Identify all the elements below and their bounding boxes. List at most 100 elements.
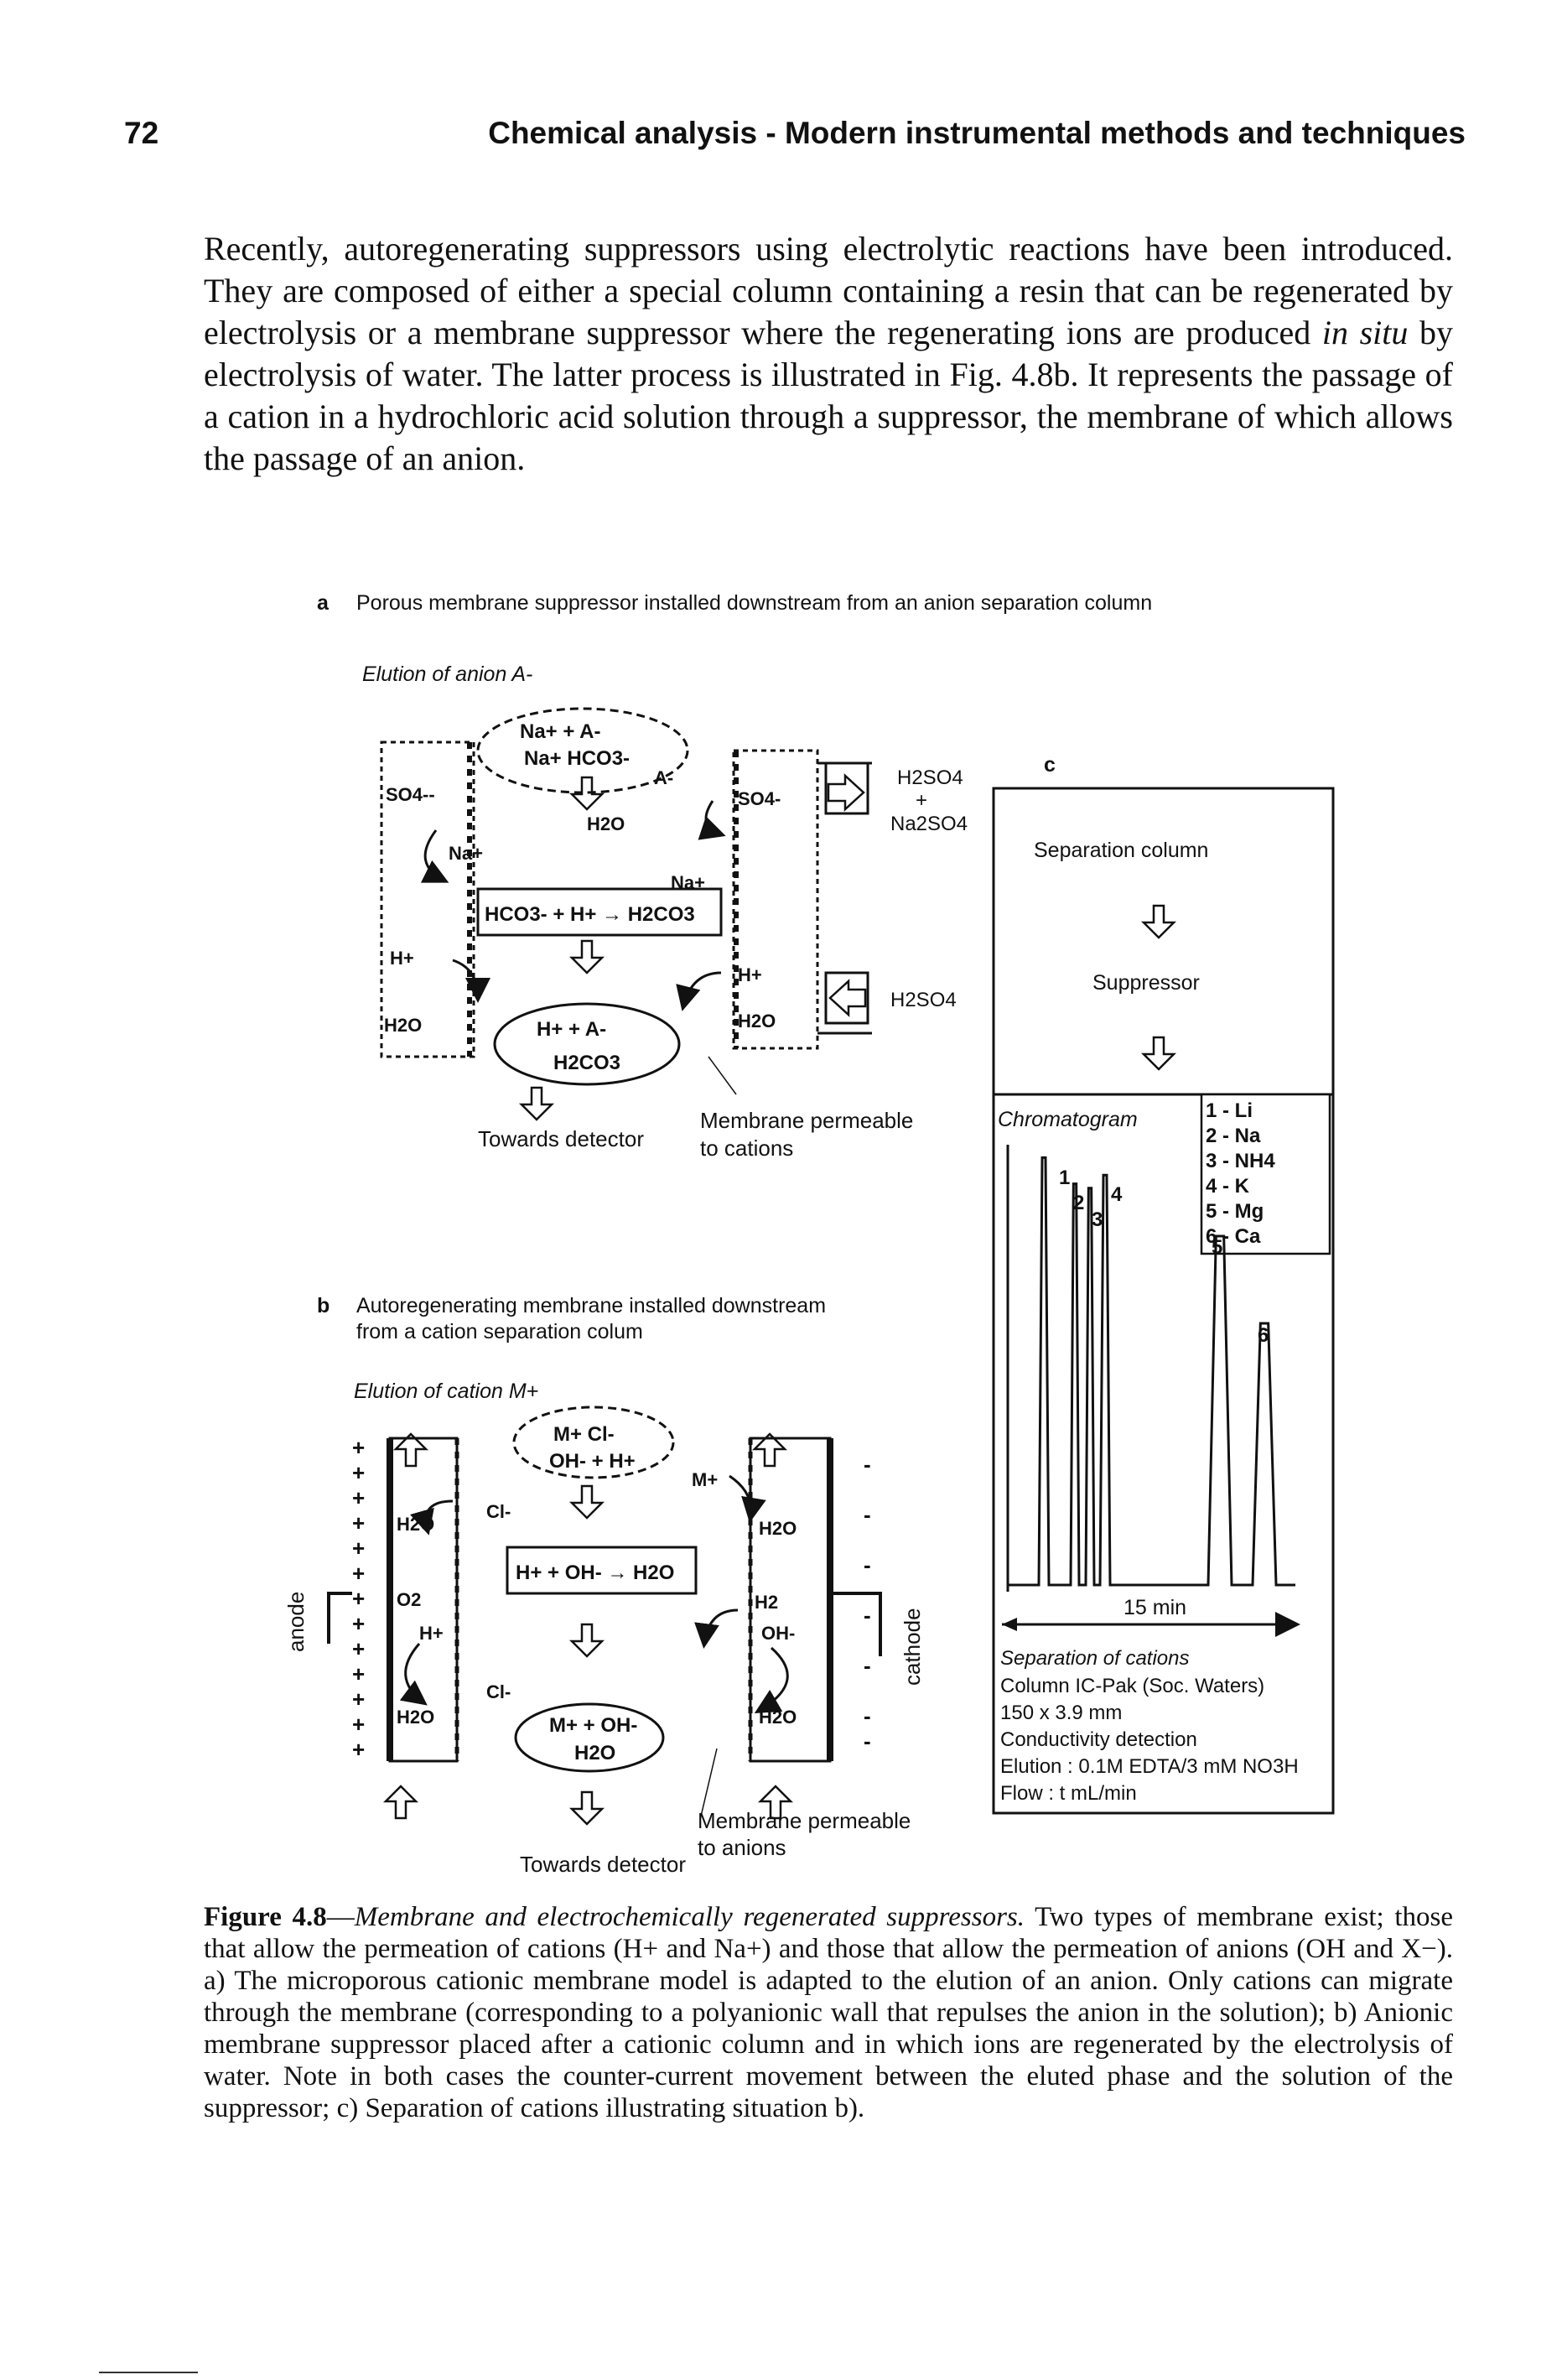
page-number: 72: [124, 116, 159, 150]
panel-b-membrane-line2: to anions: [698, 1835, 786, 1860]
panel-a-ion-label: H2O: [738, 1011, 776, 1032]
figure-title: Membrane and electrochemically regenerat…: [354, 1902, 1025, 1932]
svg-text:+: +: [352, 1460, 365, 1485]
up-arrow-icon: [757, 1785, 794, 1820]
panel-a-top-ellipse: [476, 707, 689, 794]
panel-a-plus-label: +: [916, 789, 927, 812]
curved-arrow-icon: [754, 1646, 789, 1714]
panel-a-ion-label: H2CO3: [553, 1052, 620, 1074]
panel-b-towards-detector: Towards detector: [520, 1852, 686, 1877]
condition-line: Flow : t mL/min: [1000, 1782, 1137, 1805]
anode-label: anode: [283, 1592, 309, 1652]
cathode-label: cathode: [900, 1608, 925, 1686]
panel-a-ion-label: Na+: [449, 843, 483, 864]
panel-b-ion-label: H2O: [574, 1742, 615, 1764]
svg-text:+: +: [352, 1485, 365, 1510]
svg-text:+: +: [352, 1737, 365, 1762]
svg-text:-: -: [864, 1502, 871, 1527]
condition-line: Elution : 0.1M EDTA/3 mM NO3H: [1000, 1755, 1299, 1778]
panel-c-frame: [992, 787, 1335, 1815]
panel-b: b Autoregenerating membrane installed do…: [283, 1294, 925, 1877]
curved-arrow-icon: [694, 1608, 739, 1649]
body-paragraph: Recently, autoregenerating suppressors u…: [204, 228, 1453, 480]
panel-a-left-chamber: [380, 741, 475, 1058]
panel-a-ion-label: SO4-: [738, 788, 781, 809]
svg-text:-: -: [864, 1653, 871, 1678]
legend-item: 2 - Na: [1206, 1125, 1261, 1147]
curved-arrow-icon: [698, 800, 726, 840]
panel-a-ion-label: Na+: [671, 872, 705, 893]
panel-b-right-chamber: [748, 1437, 882, 1763]
panel-b-ion-label: H2O: [759, 1707, 797, 1728]
running-title: Chemical analysis - Modern instrumental …: [488, 116, 1466, 150]
svg-text:+: +: [352, 1636, 365, 1661]
panel-a-elution: Elution of anion A-: [362, 663, 532, 686]
down-arrow-icon: [568, 1484, 605, 1520]
body-text-part1: Recently, autoregenerating suppressors u…: [204, 230, 1453, 351]
left-arrowhead-icon: [1002, 1618, 1017, 1631]
panel-b-middle-box: [506, 1546, 698, 1595]
svg-text:+: +: [352, 1586, 365, 1611]
curved-arrow-icon: [399, 1643, 428, 1706]
panel-a-ion-label: H+: [738, 964, 762, 985]
panel-b-ion-label: O2: [397, 1589, 421, 1610]
curved-arrow-icon: [409, 1499, 454, 1536]
panel-b-ion-label: H2O: [397, 1514, 434, 1535]
time-label: 15 min: [1123, 1596, 1186, 1619]
right-arrow-icon: [827, 773, 865, 812]
peak-label: 6: [1258, 1324, 1269, 1347]
legend-item: 5 - Mg: [1206, 1200, 1264, 1223]
down-arrow-icon: [568, 1790, 605, 1826]
panel-a-na2so4-label: Na2SO4: [890, 813, 968, 835]
panel-a-ion-label: A-: [654, 767, 673, 788]
panel-a-ion-label: H2O: [587, 813, 625, 834]
svg-text:+: +: [352, 1661, 365, 1686]
panel-a-letter: a: [317, 591, 330, 615]
panel-b-ion-label: OH-: [761, 1623, 795, 1644]
conditions-title: Separation of cations: [1000, 1647, 1189, 1670]
body-text-part2: by electrolysis of water. The latter pro…: [204, 314, 1454, 477]
panel-a-h2so4-out-label: H2SO4: [890, 989, 957, 1011]
caption-text: Two types of membrane exist; those that …: [204, 1902, 1453, 2123]
body-text-italic: in situ: [1321, 314, 1409, 351]
legend-item: 4 - K: [1206, 1175, 1250, 1198]
down-arrow-icon: [568, 776, 605, 811]
panel-a-ion-label: H2O: [384, 1015, 422, 1036]
svg-text:-: -: [864, 1552, 871, 1577]
chromatogram-trace: [1006, 1145, 1295, 1592]
panel-a-bottom-ellipse: [493, 1002, 681, 1086]
up-arrow-icon: [382, 1785, 419, 1820]
panel-b-ion-label: H2: [755, 1592, 778, 1613]
svg-text:-: -: [864, 1703, 871, 1728]
panel-a-ion-label: H+: [390, 948, 414, 969]
membrane-pointer-line: [699, 1748, 718, 1821]
panel-b-ion-label: M+ Cl-: [553, 1423, 615, 1446]
down-arrow-icon: [1140, 1036, 1177, 1071]
chromatogram-label: Chromatogram: [998, 1108, 1138, 1131]
panel-a-title: Porous membrane suppressor installed dow…: [356, 591, 1152, 615]
running-header: 72 Chemical analysis - Modern instrument…: [124, 116, 1466, 166]
peak-label: 1: [1059, 1167, 1070, 1189]
up-arrow-icon: [751, 1432, 788, 1468]
condition-line: Conductivity detection: [1000, 1728, 1197, 1751]
anode-plus-signs: +++ +++ +++ +++ +: [352, 1435, 365, 1762]
svg-text:+: +: [352, 1686, 365, 1712]
svg-text:+: +: [352, 1510, 365, 1536]
panel-b-left-chamber: [327, 1437, 459, 1763]
peak-label: 4: [1111, 1183, 1123, 1206]
curved-arrow-icon: [676, 971, 722, 1011]
panel-a-towards-detector: Towards detector: [478, 1126, 644, 1151]
panel-a-h2so4-label: H2SO4: [897, 766, 963, 789]
svg-text:-: -: [864, 1728, 871, 1754]
panel-b-ion-label: H+ + OH- → H2O: [516, 1562, 674, 1584]
figure-label: Figure 4.8: [204, 1902, 327, 1932]
curved-arrow-icon: [420, 829, 449, 883]
up-arrow-icon: [392, 1432, 429, 1468]
peak-label: 5: [1212, 1236, 1222, 1259]
panel-b-ion-label: H2O: [759, 1518, 797, 1539]
panel-a-ion-label: H+ + A-: [537, 1018, 606, 1041]
peak-legend-box: [1200, 1093, 1331, 1255]
